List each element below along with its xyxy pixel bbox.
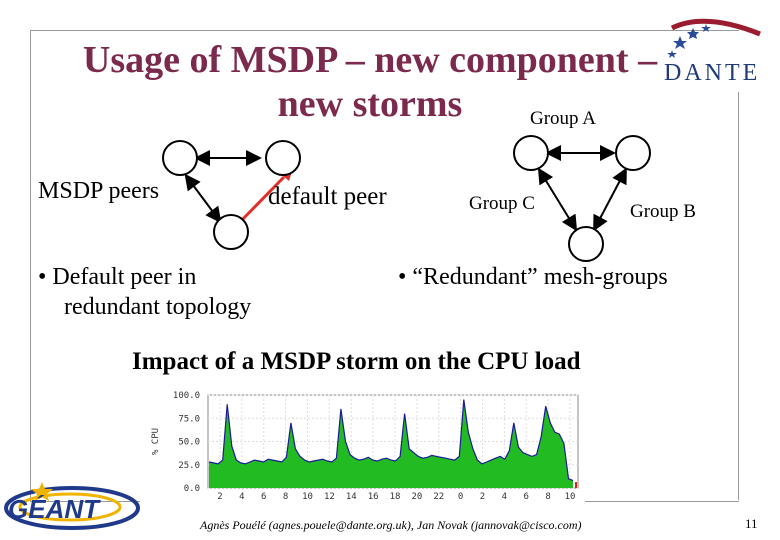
x-tick-label: 2 <box>480 492 485 502</box>
y-tick-label: 100.0 <box>173 391 200 401</box>
x-tick-label: 16 <box>368 492 379 502</box>
footer-authors: Agnès Pouélé (agnes.pouele@dante.org.uk)… <box>200 518 582 532</box>
x-tick-label: 10 <box>302 492 313 502</box>
impact-title: Impact of a MSDP storm on the CPU load <box>132 348 581 375</box>
msdp-peer-node-1 <box>162 140 198 176</box>
group-c-label: Group C <box>469 193 535 214</box>
slide-frame-right <box>738 92 739 500</box>
cpu-line <box>208 399 574 482</box>
y-tick-label: 50.0 <box>178 438 200 448</box>
x-tick-label: 20 <box>411 492 422 502</box>
page-number: 11 <box>745 516 758 531</box>
msdp-peer-node-3 <box>213 214 249 250</box>
x-tick-label: 8 <box>283 492 288 502</box>
y-tick-label: 0.0 <box>184 484 200 494</box>
mesh-node-a <box>513 135 549 171</box>
x-tick-label: 6 <box>261 492 266 502</box>
x-tick-label: 18 <box>390 492 401 502</box>
default-peer-label: default peer <box>268 183 387 210</box>
dante-logo-text: DANTE <box>664 60 760 86</box>
x-tick-label: 22 <box>433 492 444 502</box>
bullet-default-peer-line1: • Default peer in <box>38 264 197 290</box>
y-tick-label: 75.0 <box>178 414 200 424</box>
x-tick-label: 10 <box>565 492 576 502</box>
msdp-peers-label: MSDP peers <box>38 178 160 204</box>
default-peer-link <box>238 175 286 224</box>
y-tick-label: 25.0 <box>178 461 200 471</box>
slide-title: Usage of MSDP – new component – new stor… <box>60 38 680 126</box>
mesh-link-left <box>537 167 578 232</box>
msdp-peer-node-2 <box>265 140 301 176</box>
x-tick-label: 12 <box>324 492 335 502</box>
geant-logo-text: GÉANT <box>8 494 101 524</box>
y-axis-label: % CPU <box>151 428 161 455</box>
x-tick-label: 4 <box>502 492 507 502</box>
bullet-default-peer: • Default peer in redundant topology <box>38 262 251 322</box>
x-tick-label: 6 <box>524 492 529 502</box>
x-tick-label: 2 <box>217 492 222 502</box>
x-tick-label: 14 <box>346 492 357 502</box>
title-line-2: new storms <box>277 83 463 125</box>
x-tick-label: 4 <box>239 492 244 502</box>
mesh-node-b <box>615 135 651 171</box>
x-tick-label: 0 <box>458 492 463 502</box>
mesh-link-right <box>593 167 627 232</box>
bullet-mesh-groups: • “Redundant” mesh-groups <box>398 264 668 290</box>
cpu-area <box>209 399 573 488</box>
mesh-node-c <box>568 226 604 262</box>
group-a-label: Group A <box>530 108 596 129</box>
bullet-default-peer-line2: redundant topology <box>64 294 252 320</box>
peer-link-left <box>184 173 222 224</box>
title-line-1: Usage of MSDP – new component – <box>82 39 658 81</box>
x-tick-label: 8 <box>545 492 550 502</box>
group-b-label: Group B <box>630 201 696 222</box>
